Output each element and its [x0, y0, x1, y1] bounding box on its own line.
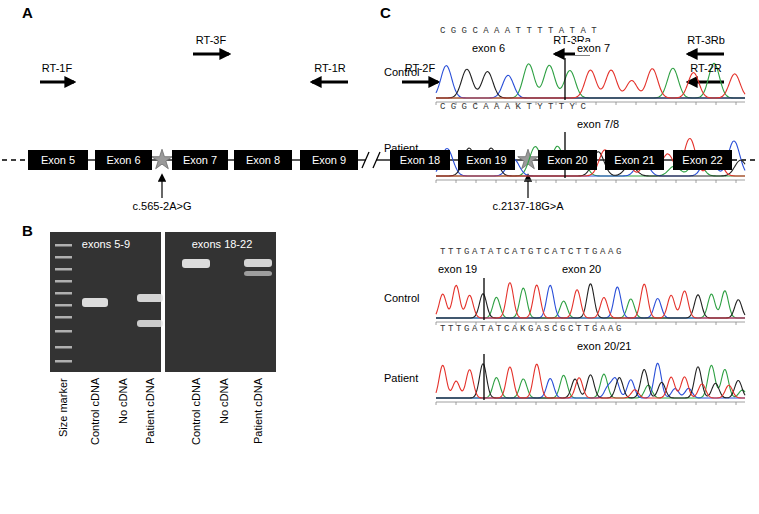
mutation-label: c.565-2A>G [132, 200, 191, 213]
mutation-pointer [162, 175, 528, 198]
exon-label: Exon 20 [547, 154, 587, 166]
exon-annotation: exon 7 [575, 42, 612, 55]
intron-line [88, 159, 95, 160]
exon-box: Exon 20 [538, 150, 597, 170]
exon-box: Exon 19 [458, 150, 515, 170]
exon-label: Exon 8 [246, 154, 280, 166]
intron-line [292, 159, 300, 160]
panel-letter: B [22, 222, 33, 239]
exon-label: Exon 7 [183, 154, 217, 166]
axis-break [362, 150, 380, 170]
gene-line-dashed [732, 159, 757, 160]
exon-annotation: exon 19 [436, 263, 479, 276]
exon-label: Exon 19 [466, 154, 506, 166]
gel-label: exons 18-22 [192, 238, 253, 251]
exon-label: Exon 6 [106, 154, 140, 166]
base-calls: CGGCAAATTTTATAT [440, 26, 602, 36]
exon-box: Exon 8 [234, 150, 292, 170]
intron-line [450, 159, 458, 160]
lane-label: Size marker [57, 378, 70, 437]
exon-annotation: exon 7/8 [575, 118, 621, 131]
lane-label: No cDNA [218, 378, 231, 424]
lane-label: Control cDNA [190, 378, 203, 445]
exon-box: Exon 21 [605, 150, 664, 170]
chromatogram [436, 58, 745, 405]
lane-label: Patient cDNA [252, 378, 265, 444]
primer-label: RT-1F [42, 62, 72, 75]
exon-box: Exon 7 [172, 150, 228, 170]
primer-label: RT-3Rb [687, 34, 725, 47]
intron-line [664, 159, 673, 160]
trace-label: Patient [384, 142, 418, 155]
exon-label: Exon 9 [312, 154, 346, 166]
primer-arrows [40, 54, 724, 82]
trace-label: Control [384, 292, 419, 305]
mutation-label: c.2137-18G>A [492, 200, 563, 213]
base-calls: TTTGATATCATGTCATCTTGAAG [440, 247, 624, 257]
exon-label: Exon 5 [41, 154, 75, 166]
exon-box: Exon 22 [673, 150, 732, 170]
lane-label: Control cDNA [89, 378, 102, 445]
exon-label: Exon 18 [400, 154, 440, 166]
exon-annotation: exon 6 [470, 42, 507, 55]
primer-label: RT-3F [196, 34, 226, 47]
base-calls: TTTGATATCAKGASCGCTTGAAG [440, 324, 624, 334]
exon-box: Exon 6 [95, 150, 152, 170]
panel-letter: A [22, 4, 33, 21]
trace-label: Patient [384, 372, 418, 385]
primer-label: RT-1R [314, 62, 346, 75]
exon-label: Exon 21 [614, 154, 654, 166]
exon-label: Exon 22 [682, 154, 722, 166]
exon-box: Exon 5 [28, 150, 88, 170]
panel-letter: C [380, 4, 391, 21]
lane-label: Patient cDNA [144, 378, 157, 444]
gel-label: exons 5-9 [82, 238, 130, 251]
exon-box: Exon 9 [300, 150, 358, 170]
trace-label: Control [384, 66, 419, 79]
exon-annotation: exon 20 [560, 263, 603, 276]
primer-label: RT-2R [690, 62, 722, 75]
lane-label: No cDNA [117, 378, 130, 424]
base-calls: CGGCAAAKTYTTYC [440, 102, 591, 112]
gene-line-dashed [2, 159, 28, 160]
gel-image [50, 232, 276, 372]
exon-annotation: exon 20/21 [575, 340, 633, 353]
